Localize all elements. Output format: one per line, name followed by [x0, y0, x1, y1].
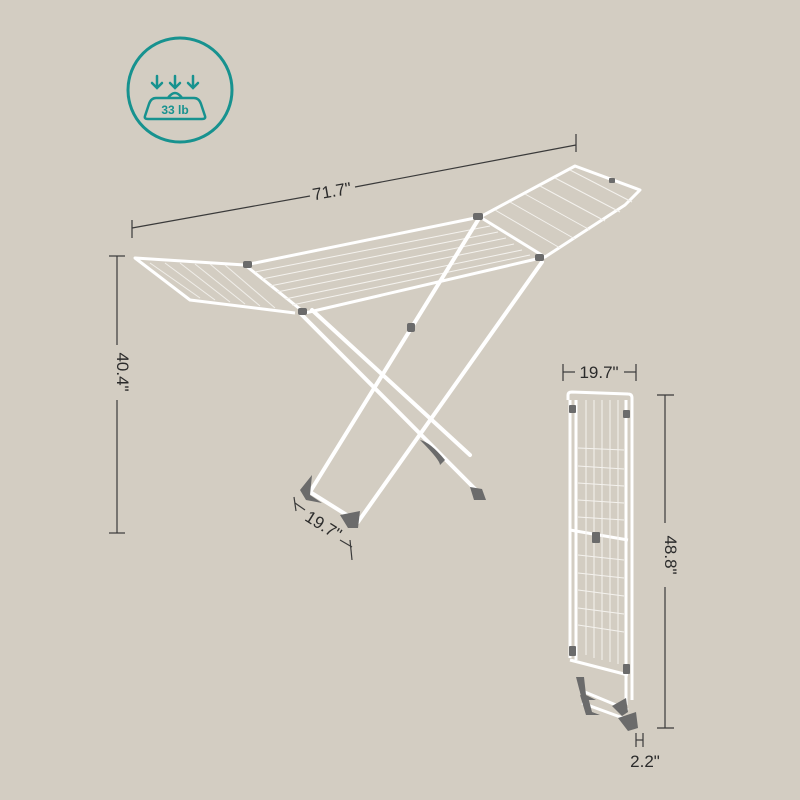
joint-caps	[243, 178, 615, 528]
folded-thickness-dimension	[635, 733, 644, 747]
depth-dimension	[293, 496, 353, 561]
down-arrows-icon	[150, 74, 200, 90]
length-dimension	[131, 134, 577, 238]
height-label: 40.4"	[113, 352, 132, 391]
weight-icon	[143, 91, 207, 121]
weight-capacity-label: 33 lb	[161, 103, 188, 117]
folded-drying-rack	[566, 390, 638, 731]
folded-width-label: 19.7"	[579, 363, 618, 382]
folded-thickness-label: 2.2"	[630, 752, 660, 771]
weight-capacity-badge: 33 lb	[126, 36, 234, 144]
folded-width-dimension	[562, 364, 637, 381]
unfolded-drying-rack	[133, 164, 642, 528]
length-label: 71.7"	[311, 179, 353, 205]
depth-label: 19.7"	[302, 507, 345, 544]
folded-height-dimension	[657, 394, 674, 729]
height-dimension	[109, 255, 125, 534]
folded-height-label: 48.8"	[661, 535, 680, 574]
